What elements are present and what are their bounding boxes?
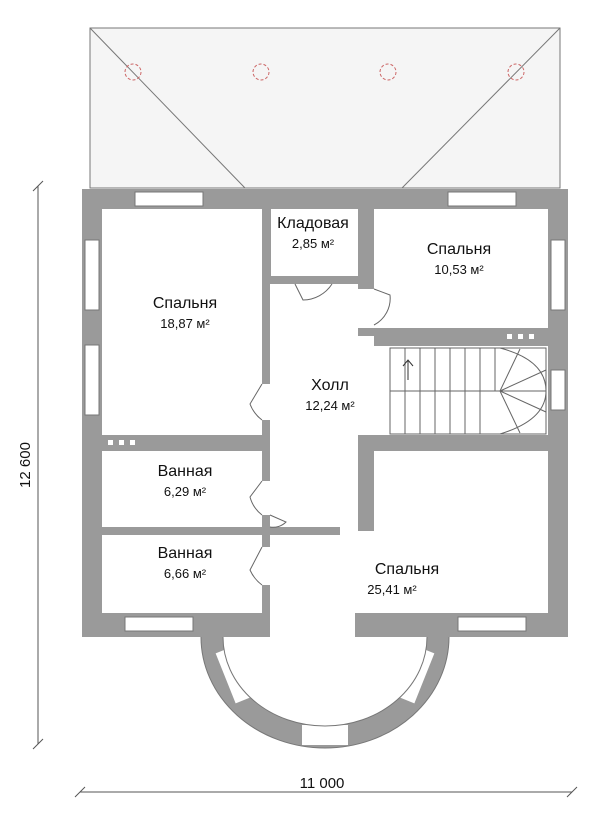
staircase <box>389 347 547 435</box>
doors <box>249 283 391 586</box>
room-area: 6,29 м² <box>164 484 207 499</box>
interior-walls <box>102 209 548 613</box>
room-label-bathroom-2: Ванная 6,66 м² <box>158 545 213 581</box>
room-name: Ванная <box>158 545 213 562</box>
roof <box>89 27 561 189</box>
room-area: 18,87 м² <box>160 316 210 331</box>
room-name: Спальня <box>153 295 217 312</box>
room-label-bedroom-bottom-right: Спальня 25,41 м² <box>367 561 439 597</box>
room-label-bedroom-top-right: Спальня 10,53 м² <box>427 241 491 277</box>
room-name: Спальня <box>427 241 491 258</box>
room-area: 6,66 м² <box>164 566 207 581</box>
vent-marks <box>108 334 534 445</box>
outer-walls <box>82 189 568 637</box>
room-name: Ванная <box>158 463 213 480</box>
windows <box>84 191 566 632</box>
width-dimension-label: 11 000 <box>300 775 345 792</box>
room-area: 10,53 м² <box>434 262 484 277</box>
room-area: 12,24 м² <box>305 398 355 413</box>
height-dimension-label: 12 600 <box>17 442 34 488</box>
room-label-storage: Кладовая 2,85 м² <box>277 215 349 251</box>
room-name: Спальня <box>375 561 439 578</box>
dimension-lines <box>32 180 578 798</box>
room-name: Холл <box>311 377 349 394</box>
room-label-hall: Холл 12,24 м² <box>305 377 355 413</box>
room-area: 25,41 м² <box>367 582 417 597</box>
room-label-bathroom-1: Ванная 6,29 м² <box>158 463 213 499</box>
bay-window <box>200 636 450 749</box>
room-label-bedroom-left: Спальня 18,87 м² <box>153 295 217 331</box>
room-name: Кладовая <box>277 215 349 232</box>
room-area: 2,85 м² <box>292 236 335 251</box>
